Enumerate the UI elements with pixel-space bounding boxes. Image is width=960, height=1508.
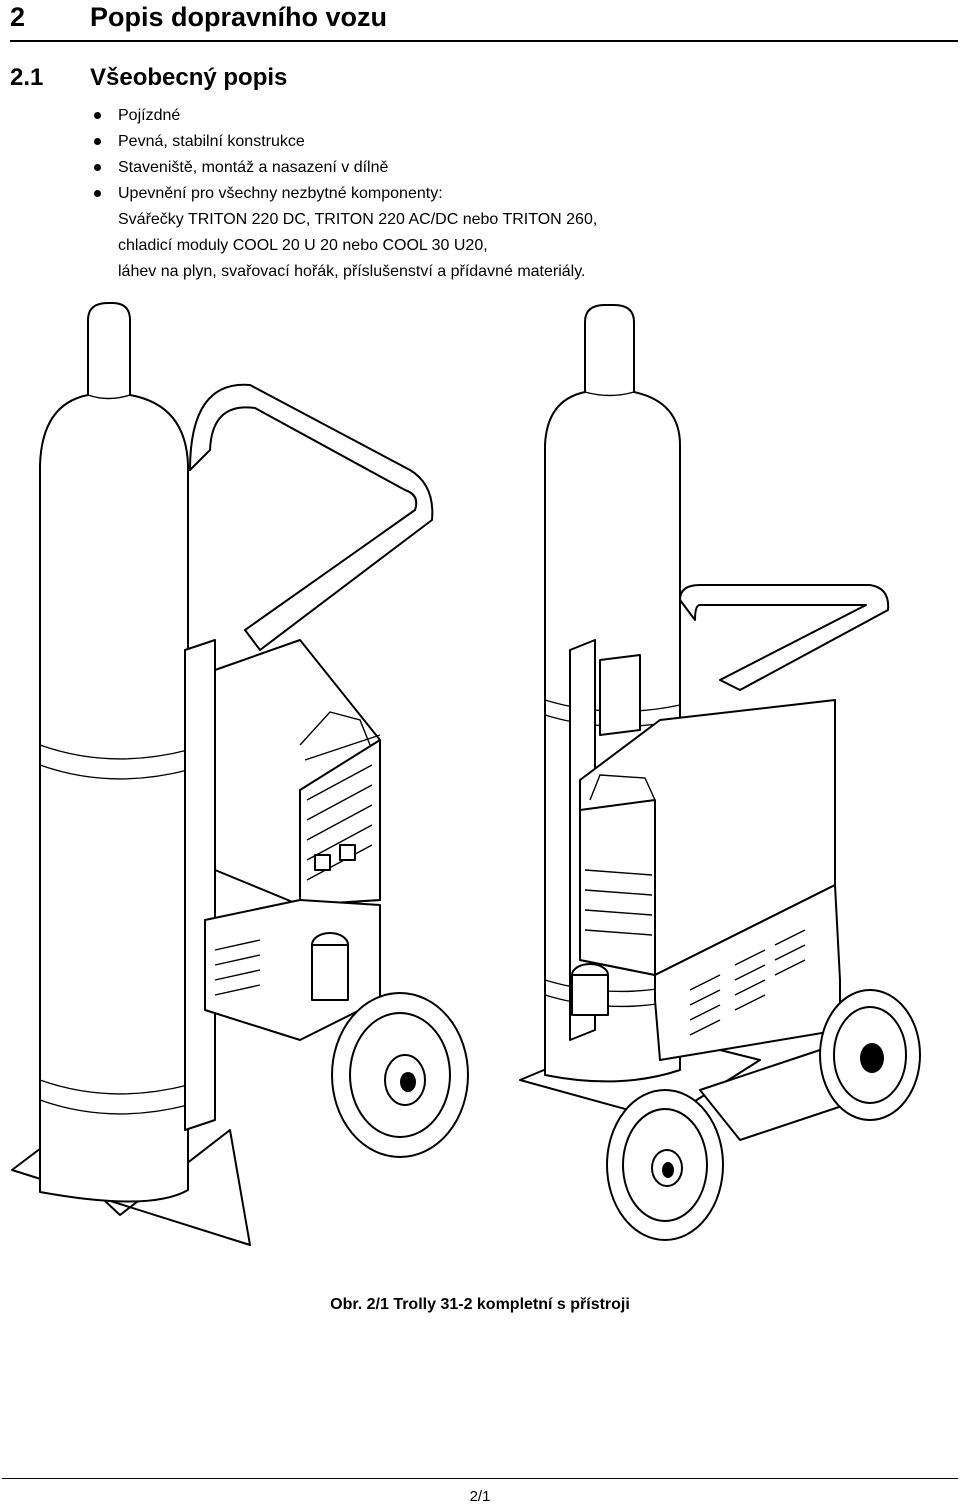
chapter-number: 2 <box>10 2 26 32</box>
cylinder-strap <box>39 744 189 780</box>
section-number: 2.1 <box>10 64 44 91</box>
bullet-icon <box>94 164 101 171</box>
torch-holder <box>599 654 641 736</box>
figure-caption-label: Obr. 2/1 <box>330 1296 389 1313</box>
handle-left <box>189 383 434 651</box>
list-item: Staveniště, montáž a nasazení v dílně <box>90 155 910 181</box>
bullet-icon <box>94 112 101 119</box>
welder-front-panel <box>579 799 656 976</box>
trolley-illustration <box>11 302 921 1246</box>
list-item-text: Upevnění pro všechny nezbytné komponenty… <box>118 185 443 202</box>
list-item: Pevná, stabilní konstrukce <box>90 129 910 155</box>
cylinder-strap <box>39 1079 189 1115</box>
list-item-continuation: láhev na plyn, svařovací hořák, přísluše… <box>118 263 586 280</box>
handle-right <box>679 584 890 691</box>
right-trolley <box>519 304 921 1241</box>
chapter-title: Popis dopravního vozu <box>90 2 388 32</box>
bullet-icon <box>94 190 101 197</box>
feature-list: Pojízdné Pevná, stabilní konstrukce Stav… <box>90 103 910 285</box>
frame-upright-left <box>184 639 216 1131</box>
figure-caption-text: Trolly 31-2 kompletní s přístroji <box>393 1296 630 1313</box>
list-item: Pojízdné <box>90 103 910 129</box>
list-item-text: Staveniště, montáž a nasazení v dílně <box>118 159 389 176</box>
list-item-text: Pojízdné <box>118 107 181 124</box>
gas-cylinder-left <box>39 302 189 1203</box>
chapter-heading: 2 Popis dopravního vozu <box>10 0 958 42</box>
list-item-continuation: Svářečky TRITON 220 DC, TRITON 220 AC/DC… <box>118 211 598 228</box>
list-item: Upevnění pro všechny nezbytné komponenty… <box>90 181 910 285</box>
left-trolley <box>11 302 469 1246</box>
bullet-icon <box>94 138 101 145</box>
page-number: 2/1 <box>469 1488 491 1505</box>
footer-divider <box>2 1478 958 1479</box>
section-title: Všeobecný popis <box>90 64 288 91</box>
list-item-continuation: chladicí moduly COOL 20 U 20 nebo COOL 3… <box>118 237 488 254</box>
figure-caption: Obr. 2/1 Trolly 31-2 kompletní s přístro… <box>0 1294 960 1316</box>
section-heading: 2.1 Všeobecný popis <box>10 62 710 96</box>
list-item-text: Pevná, stabilní konstrukce <box>118 133 305 150</box>
